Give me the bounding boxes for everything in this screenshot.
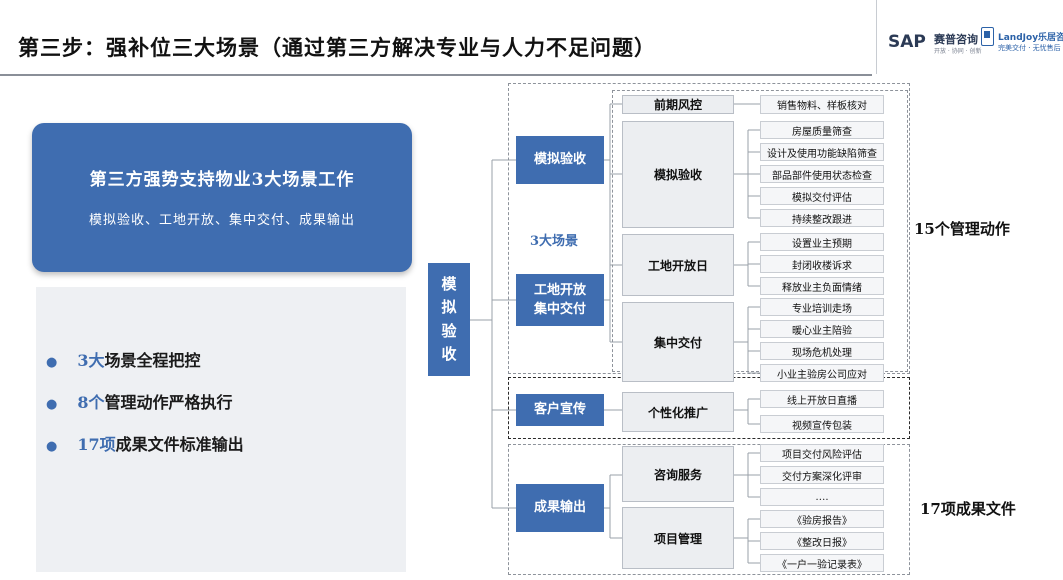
header-vertical-divider (876, 0, 877, 74)
mid-gexing: 个性化推广 (622, 392, 734, 432)
mid-zixun: 咨询服务 (622, 446, 734, 502)
highlights-panel (36, 287, 406, 572)
category-kehu: 客户宣传 (516, 394, 604, 426)
root-node-label: 模 拟 验 收 (441, 275, 457, 363)
category-gongdi: 工地开放 集中交付 (516, 274, 604, 326)
mid-qianqi: 前期风控 (622, 95, 734, 114)
bullet-dot-icon: ● (46, 355, 58, 370)
leaf-item: 项目交付风险评估 (760, 444, 884, 462)
bullet-dot-icon: ● (46, 439, 58, 454)
bullet-item: ●3大场景全程把控 (46, 351, 201, 370)
leaf-item: 设置业主预期 (760, 233, 884, 251)
leaf-item: 视频宣传包装 (760, 415, 884, 433)
leaf-item: 房屋质量筛查 (760, 121, 884, 139)
leaf-item: 线上开放日直播 (760, 390, 884, 408)
bullet-dot-icon: ● (46, 397, 58, 412)
page-title: 第三步：强补位三大场景（通过第三方解决专业与人力不足问题） (18, 35, 656, 60)
summary-card-title: 第三方强势支持物业3大场景工作 (89, 170, 355, 190)
leaf-item: 专业培训走场 (760, 298, 884, 316)
category-chengguo: 成果输出 (516, 484, 604, 532)
bullet-item: ●8个管理动作严格执行 (46, 393, 233, 412)
sap-logo: SAP (888, 32, 926, 52)
root-node: 模 拟 验 收 (428, 263, 470, 376)
landjoy-logo-icon (981, 27, 994, 46)
deliverables-group-frame (508, 444, 910, 575)
leaf-item: 部品部件使用状态检查 (760, 165, 884, 183)
leaf-item: 暖心业主陪验 (760, 320, 884, 338)
leaf-item: 《整改日报》 (760, 532, 884, 550)
note-files: 17项成果文件 (920, 500, 1016, 518)
category-moni: 模拟验收 (516, 136, 604, 184)
leaf-item: 现场危机处理 (760, 342, 884, 360)
leaf-item: 交付方案深化评审 (760, 466, 884, 484)
landjoy-logo-slogan: 完美交付 · 无忧售后 (998, 44, 1061, 52)
leaf-item: 释放业主负面情绪 (760, 277, 884, 295)
scenes-label: 3大场景 (530, 234, 579, 249)
summary-card-subtitle: 模拟验收、工地开放、集中交付、成果输出 (88, 213, 355, 228)
leaf-item: 销售物料、样板核对 (760, 95, 884, 114)
sap-logo-cn: 赛普咨询 (934, 33, 978, 46)
mid-jizhong: 集中交付 (622, 302, 734, 382)
mid-gongdi: 工地开放日 (622, 234, 734, 296)
mid-xiangmu: 项目管理 (622, 507, 734, 569)
note-actions: 15个管理动作 (914, 220, 1010, 238)
summary-card: 第三方强势支持物业3大场景工作 模拟验收、工地开放、集中交付、成果输出 (32, 123, 412, 272)
leaf-item: 小业主验房公司应对 (760, 364, 884, 382)
leaf-item: 模拟交付评估 (760, 187, 884, 205)
leaf-item: 持续整改跟进 (760, 209, 884, 227)
leaf-item: 设计及使用功能缺陷筛查 (760, 143, 884, 161)
mid-moni: 模拟验收 (622, 121, 734, 228)
leaf-item: 《验房报告》 (760, 510, 884, 528)
title-divider (0, 74, 872, 76)
sap-logo-slogan: 开放 · 协同 · 创新 (934, 48, 982, 55)
leaf-item: …. (760, 488, 884, 506)
landjoy-logo: LandJoy乐居咨询 (998, 33, 1063, 43)
bullet-item: ●17项成果文件标准输出 (46, 435, 244, 454)
leaf-item: 《一户一验记录表》 (760, 554, 884, 572)
leaf-item: 封闭收楼诉求 (760, 255, 884, 273)
